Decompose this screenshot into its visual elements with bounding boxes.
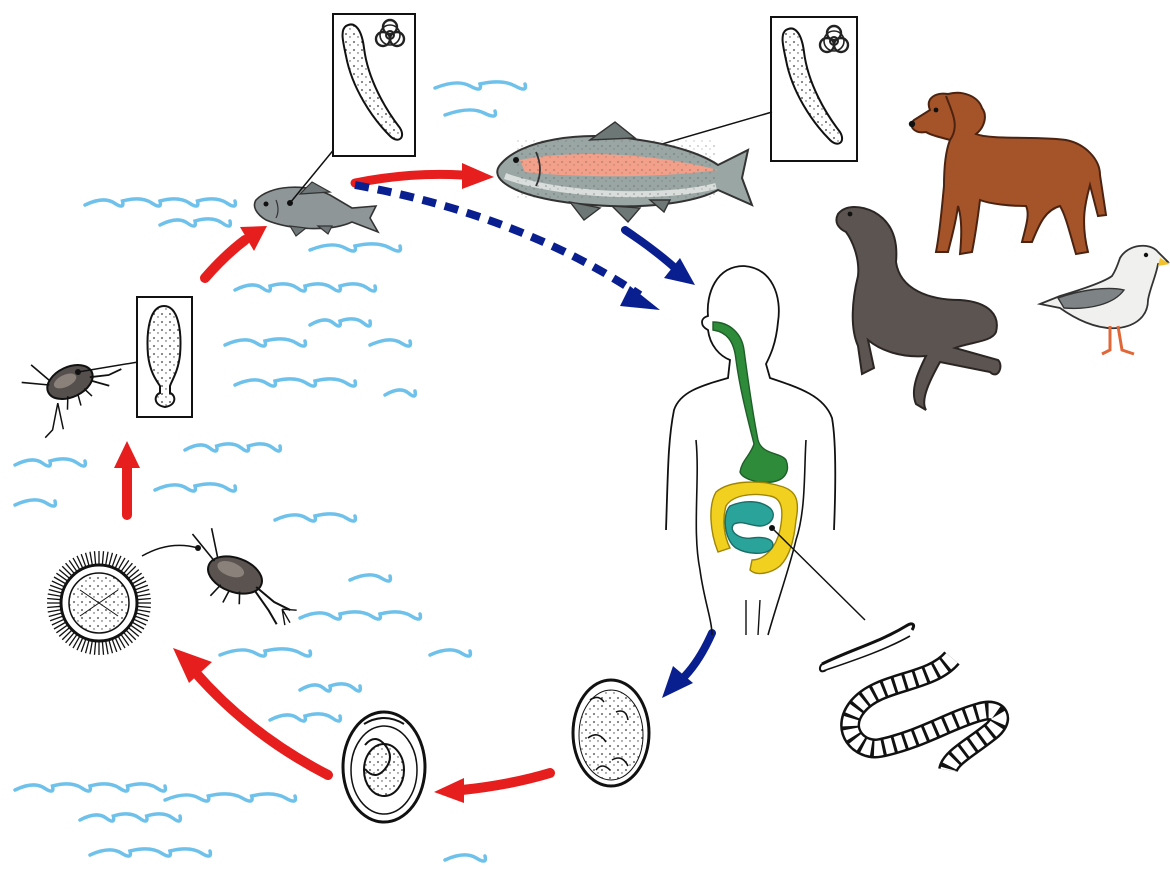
water-wave bbox=[300, 612, 420, 619]
water-wave bbox=[85, 199, 235, 206]
human-infection-arrows bbox=[355, 185, 712, 698]
salmon-icon bbox=[497, 122, 752, 222]
water-wave bbox=[155, 484, 235, 491]
water-wave bbox=[435, 82, 525, 89]
arrow-coracidium-to-copepod-head bbox=[114, 441, 140, 468]
water-wave bbox=[185, 444, 280, 451]
small-fish-icon bbox=[254, 182, 378, 236]
ciliated-coracidium-icon bbox=[47, 551, 151, 655]
water-wave bbox=[90, 849, 210, 856]
water-wave bbox=[350, 575, 390, 581]
water-wave bbox=[80, 814, 180, 821]
arrow-egg-development bbox=[462, 773, 550, 790]
arrow-small-fish-to-salmon bbox=[355, 174, 462, 183]
water-wave bbox=[220, 649, 310, 656]
water-wave bbox=[15, 459, 85, 466]
operculated-egg-with-embryo-icon bbox=[343, 712, 425, 822]
arrow-salmon-to-human bbox=[625, 230, 675, 268]
water-wave bbox=[300, 684, 360, 691]
gull-icon bbox=[1040, 246, 1170, 354]
plerocercoid-larva-box bbox=[771, 17, 857, 161]
water-wave bbox=[445, 855, 485, 861]
water-wave bbox=[275, 514, 355, 521]
water-wave bbox=[225, 339, 305, 346]
water-wave bbox=[370, 340, 410, 346]
large-intestine bbox=[711, 482, 798, 573]
water-wave bbox=[165, 794, 295, 801]
water-wave bbox=[270, 714, 340, 721]
connector-line bbox=[142, 545, 198, 556]
water-wave bbox=[15, 500, 55, 506]
small-intestine bbox=[725, 502, 773, 554]
water-wave bbox=[15, 784, 165, 791]
arrow-human-to-egg bbox=[685, 633, 712, 676]
dog-icon bbox=[909, 93, 1106, 254]
plerocercoid-larva-box bbox=[333, 14, 415, 156]
infected-copepod-icon bbox=[15, 331, 134, 438]
arrow-copepod-to-fish bbox=[205, 240, 245, 278]
water-wave bbox=[445, 110, 496, 116]
water-wave bbox=[310, 319, 370, 326]
water-wave bbox=[385, 390, 415, 396]
water-wave bbox=[430, 650, 470, 656]
arrow-egg-development-head bbox=[434, 778, 464, 803]
adult-tapeworm-icon bbox=[820, 624, 999, 770]
water-wave bbox=[235, 379, 355, 386]
human-host-icon bbox=[666, 266, 865, 635]
digestive-tract bbox=[713, 322, 787, 482]
procercoid-larva-box bbox=[137, 297, 192, 417]
arrow-fish-to-human-dashed-head bbox=[620, 286, 660, 310]
water-wave bbox=[310, 244, 400, 251]
water-wave bbox=[235, 284, 375, 291]
sea-lion-icon bbox=[836, 207, 1000, 410]
copepod-icon bbox=[173, 523, 313, 629]
water-wave bbox=[160, 219, 230, 226]
aquatic-cycle-arrows bbox=[114, 163, 550, 803]
unembryonated-egg-icon bbox=[573, 680, 649, 786]
arrow-small-fish-to-salmon-head bbox=[462, 163, 494, 189]
